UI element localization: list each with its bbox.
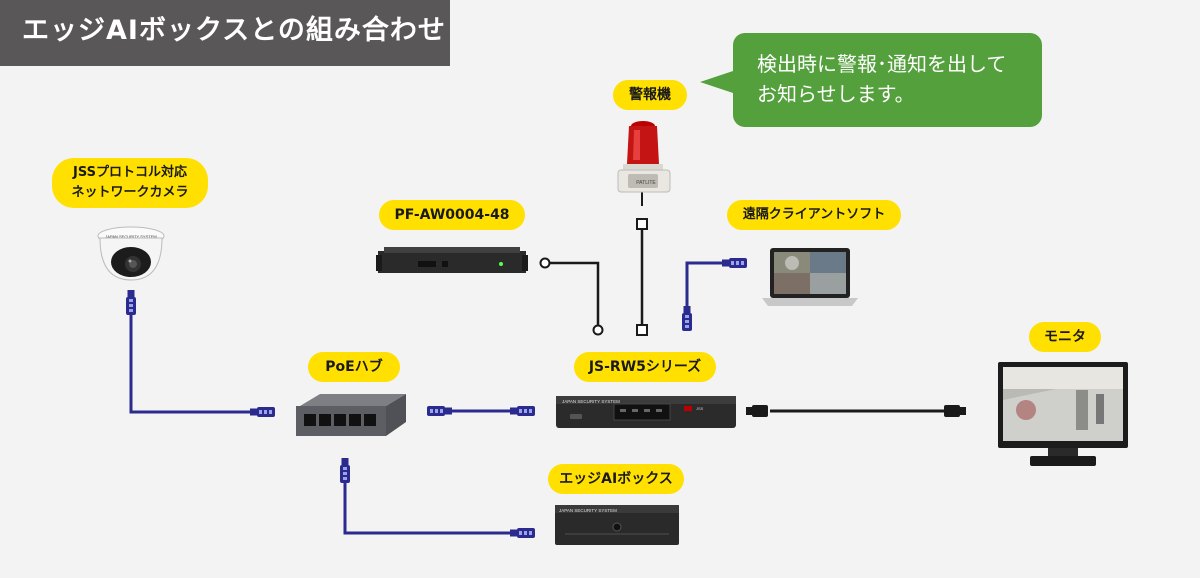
callout-tail (700, 70, 736, 94)
rj45-connector-icon (510, 528, 535, 538)
monitor-icon (998, 362, 1128, 466)
rj45-connector-icon (722, 258, 747, 268)
hdmi-connector-icon (746, 405, 768, 417)
rj45-connector-icon (126, 290, 136, 315)
dome-camera-icon: JAPAN SECURITY SYSTEM (97, 226, 165, 281)
nvr-brand: JAPAN SECURITY SYSTEM (562, 399, 620, 404)
label-poe-hub: PoEハブ (308, 352, 400, 382)
label-camera: JSSプロトコル対応 ネットワークカメラ (52, 158, 208, 208)
cable-hub-to-edge-ai (343, 472, 520, 535)
laptop-icon (762, 248, 858, 306)
camera-brand: JAPAN SECURITY SYSTEM (105, 234, 156, 239)
label-alarm: 警報機 (613, 80, 687, 110)
pf-aw0004-48-device (376, 247, 528, 273)
label-js-rw5-series: JS-RW5シリーズ (574, 352, 716, 382)
edge-ai-box-device: JAPAN SECURITY SYSTEM (555, 505, 679, 545)
label-edge-ai-box: エッジAIボックス (548, 464, 684, 494)
edge-brand: JAPAN SECURITY SYSTEM (559, 508, 617, 513)
callout-bubble: 検出時に警報･通知を出して お知らせします。 (733, 33, 1042, 127)
label-client-software: 遠隔クライアントソフト (727, 200, 901, 230)
rotating-beacon-icon: PATLITE (617, 121, 671, 193)
label-pf-aw0004-48: PF-AW0004-48 (379, 200, 525, 230)
rj45-connector-icon (427, 406, 452, 416)
label-monitor: モニタ (1029, 322, 1101, 352)
rj45-connector-icon (510, 406, 535, 416)
nvr-badge: JSS (696, 406, 704, 411)
alarm-badge: PATLITE (636, 180, 656, 186)
rj45-connector-icon (682, 306, 692, 331)
network-switch-icon (296, 394, 406, 436)
hdmi-connector-icon (944, 405, 966, 417)
rj45-connector-icon (340, 458, 350, 483)
rj45-connector-icon (250, 407, 275, 417)
page-title: エッジAIボックスとの組み合わせ (0, 0, 450, 66)
cable-laptop-to-nvr (685, 261, 730, 320)
js-rw5-recorder: JAPAN SECURITY SYSTEM JSS (556, 396, 736, 428)
cable-pfaw-to-nvr (550, 261, 600, 328)
cable-camera-to-hub (129, 300, 255, 414)
